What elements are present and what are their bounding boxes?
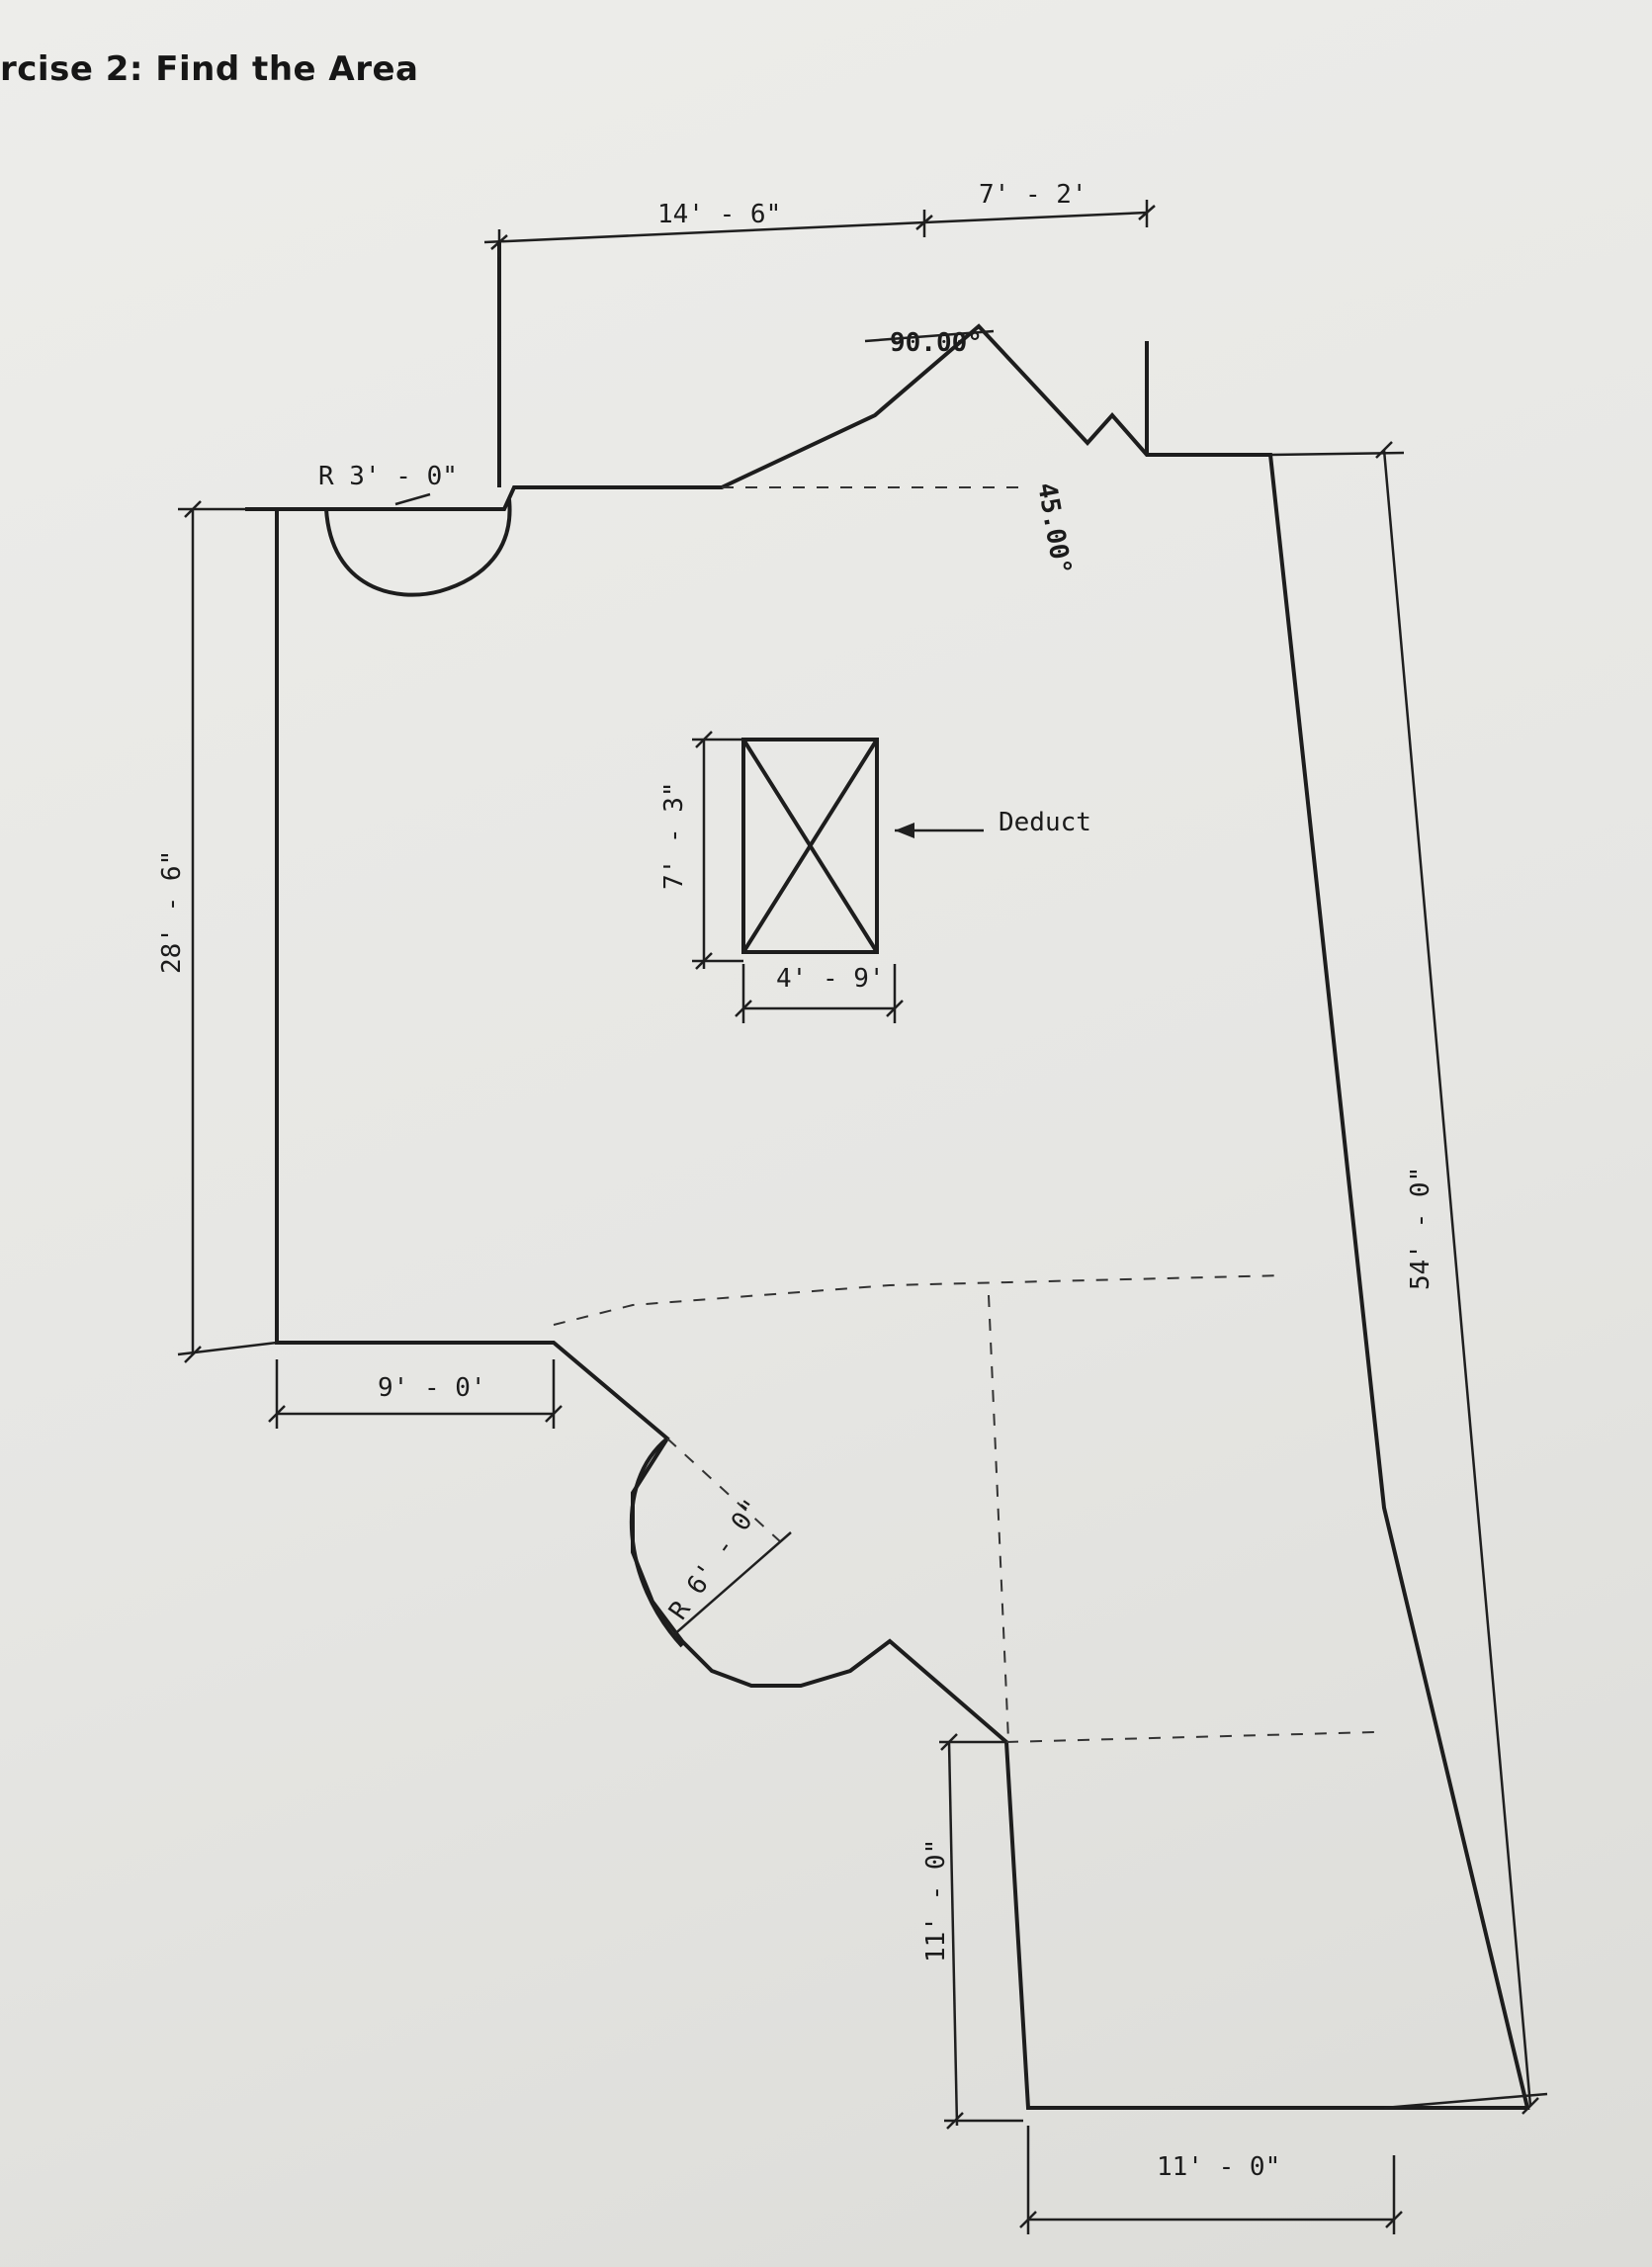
label-top-left-width: 14' - 6" bbox=[657, 200, 781, 229]
apex-angle-arc-line bbox=[864, 329, 995, 343]
deduct-arrow bbox=[895, 823, 984, 838]
label-lower-left-height: 11' - 0" bbox=[921, 1839, 951, 1962]
small-radius-leader bbox=[394, 492, 431, 506]
label-corner-angle: 45.00° bbox=[1031, 480, 1077, 577]
large-radius-leader bbox=[671, 1531, 792, 1637]
dim-top-right bbox=[923, 200, 1156, 227]
label-left-height: 28' - 6" bbox=[157, 850, 187, 974]
small-radius-arc bbox=[324, 498, 512, 597]
label-deduct-height: 7' - 3" bbox=[659, 781, 689, 890]
dim-top-left bbox=[483, 210, 933, 257]
label-deduct-width: 4' - 9' bbox=[776, 964, 885, 994]
label-top-right-width: 7' - 2' bbox=[979, 180, 1087, 210]
label-bottom-left-width: 9' - 0' bbox=[378, 1373, 486, 1403]
dim-bottom-left bbox=[268, 1359, 563, 1429]
top-notch bbox=[497, 242, 1149, 487]
label-small-radius: R 3' - 0" bbox=[318, 462, 458, 491]
dim-left-height bbox=[177, 500, 278, 1363]
dim-lower-left-height bbox=[939, 1733, 1023, 2130]
label-deduct: Deduct bbox=[999, 808, 1091, 837]
dim-bottom-width bbox=[1019, 2126, 1403, 2234]
dashed-guide-vertical bbox=[988, 1294, 1009, 1741]
deduct-rectangle bbox=[741, 738, 879, 954]
dashed-guide-low bbox=[1005, 1731, 1375, 1743]
dim-right-height bbox=[1269, 441, 1548, 2115]
dim-deduct-height bbox=[692, 731, 743, 970]
plan-outline bbox=[245, 323, 1530, 2110]
page-title: rcise 2: Find the Area bbox=[0, 49, 419, 89]
dashed-guide-radius bbox=[666, 1438, 782, 1543]
dashed-guide-mid bbox=[553, 1274, 1286, 1326]
label-large-radius: R 6' - 0" bbox=[663, 1494, 767, 1625]
label-bottom-width: 11' - 0" bbox=[1157, 2152, 1280, 2182]
dim-deduct-width bbox=[735, 964, 904, 1023]
large-radius-arc bbox=[629, 1437, 684, 1648]
label-right-height: 54' - 0" bbox=[1406, 1167, 1435, 1290]
